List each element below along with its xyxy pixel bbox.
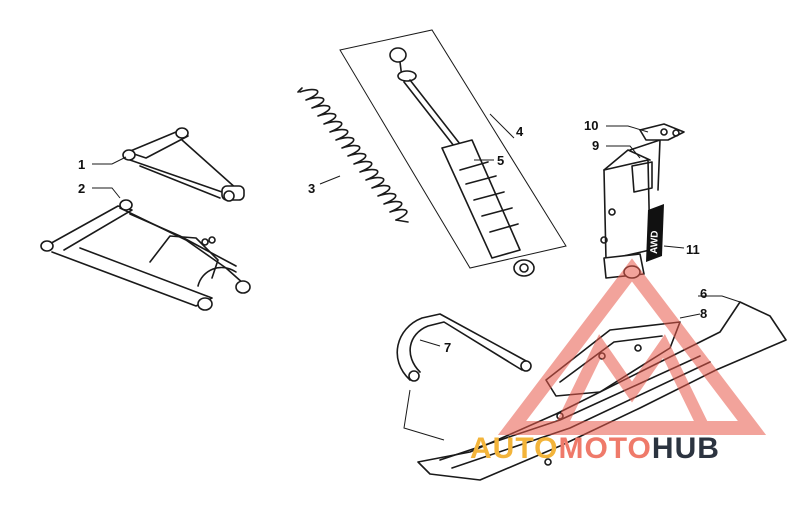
decal: AWD	[646, 204, 664, 262]
callout-4: 4	[516, 124, 524, 139]
watermark-text: AUTOMOTOHUB	[470, 432, 720, 465]
steering-arm	[639, 123, 685, 141]
shock-bracket-outline	[339, 29, 567, 269]
ski-loop	[396, 313, 532, 382]
leader-lines	[92, 113, 741, 441]
coil-spring	[297, 87, 409, 223]
upper-a-arm	[122, 127, 245, 202]
decal-text: AWD	[649, 230, 661, 254]
watermark-logo	[497, 258, 767, 435]
watermark-auto: AUTO	[470, 432, 558, 465]
callout-8: 8	[700, 306, 707, 321]
watermark-moto: MOTO	[558, 432, 651, 465]
callout-9: 9	[592, 138, 599, 153]
shock-absorber	[389, 47, 535, 277]
svg-text:AUTOMOTOHUB: AUTOMOTOHUB	[470, 432, 720, 465]
callout-1: 1	[78, 157, 85, 172]
callout-3: 3	[308, 181, 315, 196]
lower-a-arm	[40, 199, 251, 311]
callout-5: 5	[497, 153, 504, 168]
callout-6: 6	[700, 286, 707, 301]
callout-10: 10	[584, 118, 598, 133]
callout-2: 2	[78, 181, 85, 196]
watermark-hub: HUB	[652, 432, 720, 465]
callout-7: 7	[444, 340, 451, 355]
callout-11: 11	[686, 242, 700, 257]
callouts: 1 2 3 4 5 6 7 8 9 10 11	[78, 118, 707, 355]
